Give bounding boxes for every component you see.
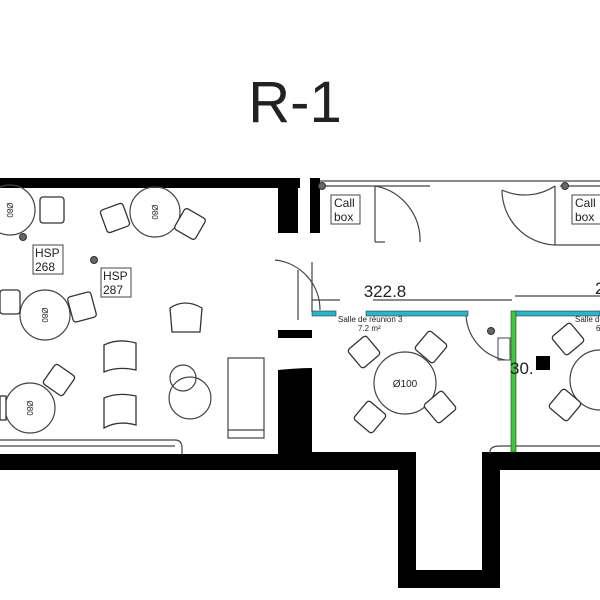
door-frame [497,337,511,361]
table-size-labels: Ø80 Ø80 Ø80 Ø80 Ø100 [5,202,418,416]
svg-text:box: box [334,210,353,224]
sensor-icons [19,182,569,335]
svg-text:Ø80: Ø80 [40,307,49,323]
svg-text:268: 268 [35,260,55,274]
svg-text:287: 287 [103,283,123,297]
svg-text:Call: Call [575,196,596,210]
svg-text:Ø80: Ø80 [25,400,34,416]
plan-title: R-1 [248,70,341,135]
chairs [0,196,585,434]
room-name: Salle de réunion 3 [338,315,403,324]
svg-text:Ø80: Ø80 [5,202,14,218]
dimension-label: 30. [510,359,534,378]
room-area: 7.2 m² [358,324,381,333]
green-partition [510,310,517,453]
room-area: 6 [596,324,600,333]
hsp-label: HSP 268 [32,244,64,275]
svg-text:HSP: HSP [103,269,128,283]
dimension-label: 2 [595,279,600,298]
svg-text:HSP: HSP [35,246,60,260]
svg-text:Ø100: Ø100 [393,379,418,390]
callbox-label: Call box [571,194,600,225]
room-name: Salle de [575,315,600,324]
walls [0,178,600,588]
callbox-label: Call box [330,194,361,225]
thin-lines [0,180,600,454]
hsp-label: HSP 287 [100,267,132,298]
dimension-label: 322.8 [364,282,407,301]
marker-square [536,356,550,370]
svg-text:box: box [575,210,594,224]
svg-text:Call: Call [334,196,355,210]
door-swings [274,185,556,361]
svg-text:Ø80: Ø80 [150,204,159,220]
